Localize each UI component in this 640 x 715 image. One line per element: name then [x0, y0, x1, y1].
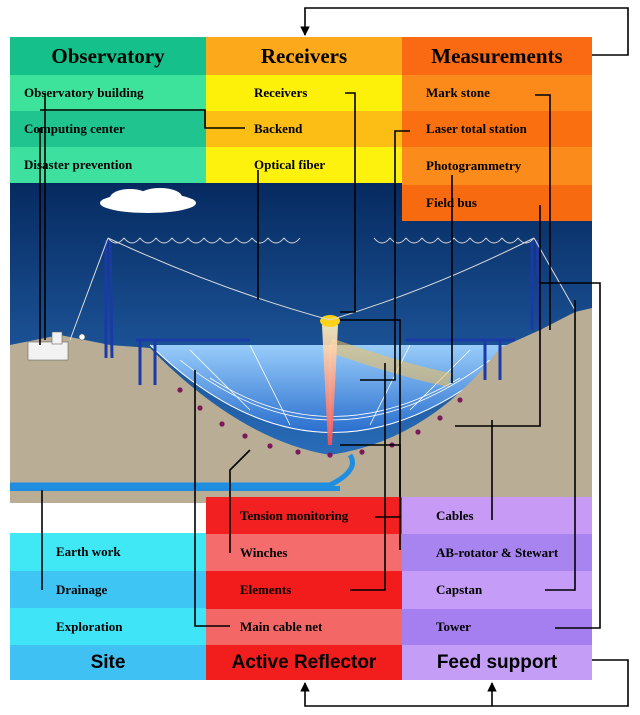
- feed-support-item: AB-rotator & Stewart: [402, 534, 592, 571]
- measurements-item: Photogrammetry: [402, 147, 592, 185]
- receivers-item: Optical fiber: [206, 147, 402, 183]
- observatory-building: [27, 331, 86, 361]
- receivers-item: Receivers: [206, 75, 402, 111]
- site-item: Earth work: [10, 533, 206, 571]
- cloud: [100, 188, 196, 213]
- observatory-header: Observatory: [10, 37, 206, 75]
- site-item: Drainage: [10, 571, 206, 608]
- active-reflector-item: Main cable net: [206, 609, 402, 645]
- measurements-item: Field bus: [402, 185, 592, 221]
- receivers-header: Receivers: [206, 37, 402, 75]
- feed-support-item: Tower: [402, 609, 592, 645]
- active-reflector-item: Elements: [206, 571, 402, 609]
- active-reflector-footer: Active Reflector: [206, 645, 402, 680]
- feed-support-item: Cables: [402, 497, 592, 534]
- measurements-item: Mark stone: [402, 75, 592, 111]
- site-item: Exploration: [10, 608, 206, 645]
- observatory-item: Computing center: [10, 111, 206, 147]
- active-reflector-item: Winches: [206, 534, 402, 571]
- feed-support-footer: Feed support: [402, 645, 592, 680]
- measurements-item: Laser total station: [402, 111, 592, 147]
- feed-support-item: Capstan: [402, 571, 592, 609]
- observatory-item: Observatory building: [10, 75, 206, 111]
- observatory-item: Disaster prevention: [10, 147, 206, 183]
- active-reflector-item: Tension monitoring: [206, 497, 402, 534]
- site-footer: Site: [10, 645, 206, 680]
- receivers-item: Backend: [206, 111, 402, 147]
- measurements-header: Measurements: [402, 37, 592, 75]
